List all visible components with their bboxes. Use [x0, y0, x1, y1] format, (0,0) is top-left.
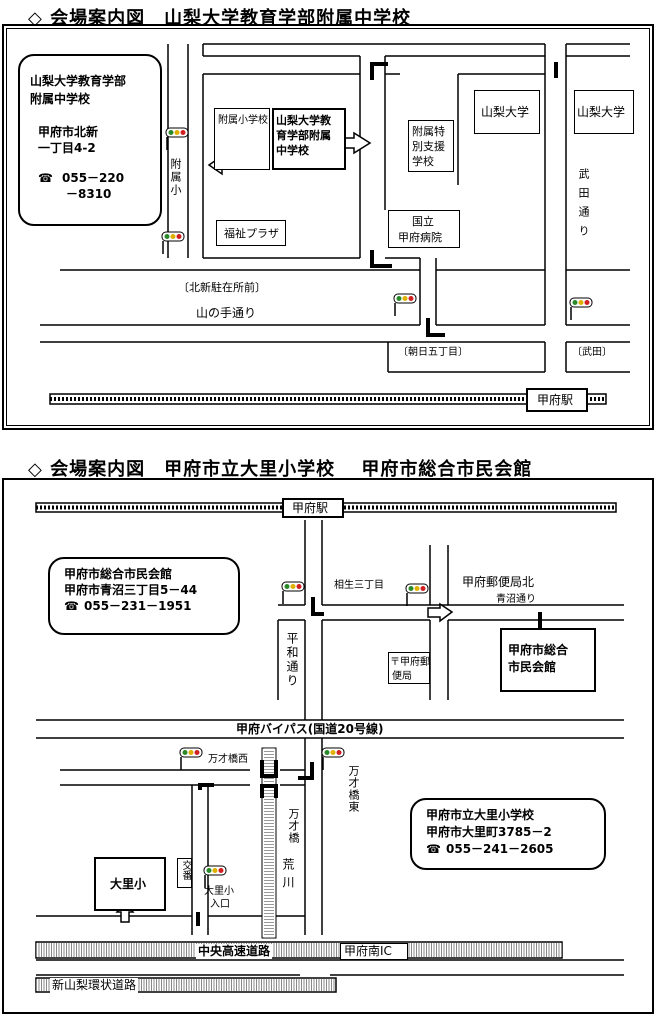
label-tokubetsu-l1: 附属特	[412, 125, 445, 138]
label-aioi: 相生三丁目	[334, 580, 384, 591]
traffic-signal-icon	[165, 127, 189, 151]
map2-info-card-a	[48, 557, 240, 635]
label-target-l3: 中学校	[276, 144, 309, 157]
label-koban: 交番	[180, 860, 191, 880]
info-a-name: 甲府市総合市民会館	[64, 567, 173, 581]
building-target-school	[272, 108, 346, 170]
label-univ1: 山梨大学	[481, 105, 530, 119]
label-station-map1: 甲府駅	[537, 393, 574, 407]
traffic-signal-icon	[281, 581, 305, 605]
station-box	[526, 388, 588, 412]
label-takeda-dori: 武田通り	[577, 168, 590, 244]
map1-inner-frame	[6, 28, 650, 426]
label-tokubetsu-l2: 別支援	[412, 140, 445, 153]
label-asahi: 〔朝日五丁目〕	[398, 347, 468, 358]
label-fukushi: 福祉プラザ	[224, 227, 279, 240]
map1-route	[370, 62, 558, 337]
label-post-l1: 〒甲府郵	[390, 657, 430, 668]
label-target-l1: 山梨大学教	[276, 114, 331, 127]
label-post-l2: 便局	[392, 671, 412, 682]
label-tokubetsu-l3: 学校	[412, 155, 434, 168]
building-hospital	[388, 210, 460, 248]
phone-icon: ☎	[64, 599, 79, 613]
label-hospital-l2: 甲府病院	[398, 231, 442, 244]
map2-title: ◇ 会場案内図 甲府市立大里小学校 甲府市総合市民会館	[28, 459, 533, 480]
label-shinyamanashi: 新山梨環状道路	[50, 978, 139, 993]
map2-info-card-b	[410, 798, 606, 870]
label-target-l2: 育学部附属	[276, 129, 331, 142]
info-a-tel: 055－231－1951	[84, 599, 192, 613]
label-mansai-west: 万才橋西	[208, 754, 248, 765]
map2-frame	[2, 478, 654, 1014]
phone-icon: ☎	[426, 842, 441, 856]
label-yamanote: 山の手通り	[196, 306, 257, 320]
building-fukushi	[216, 220, 286, 246]
arakawa-river	[261, 747, 277, 939]
label-osato-entrance-l2: 入口	[210, 899, 230, 910]
map1-title: ◇ 会場案内図 山梨大学教育学部附属中学校	[28, 8, 412, 29]
building-tokubetsu	[408, 120, 454, 172]
traffic-signal-icon	[203, 865, 227, 889]
label-kitashin: 〔北新駐在所前〕	[178, 281, 266, 294]
building-kaikan	[500, 628, 596, 692]
traffic-signal-icon	[393, 293, 417, 317]
label-fuzoku-sho: 附属小学校	[218, 115, 268, 126]
map1-frame	[2, 24, 654, 430]
map1-info-tel2: －8310	[66, 187, 112, 201]
station-box-map2	[282, 498, 344, 518]
label-osato: 大里小	[110, 877, 147, 891]
map2-route	[196, 597, 542, 926]
map1-info-addr2: 一丁目4-2	[38, 141, 96, 155]
traffic-signal-icon	[321, 747, 345, 771]
building-osato	[94, 857, 166, 911]
map1-info-name1: 山梨大学教育学部	[30, 74, 127, 88]
label-mansai: 万才橋	[287, 808, 300, 844]
map1-railway	[49, 393, 607, 405]
building-univ2	[574, 90, 634, 134]
chuo-expressway	[35, 941, 563, 959]
label-takeda: 〔武田〕	[572, 347, 612, 358]
traffic-signal-icon	[405, 583, 429, 607]
label-univ2: 山梨大学	[577, 105, 626, 119]
traffic-signal-icon	[161, 231, 185, 255]
label-kaikan-l2: 市民会館	[508, 660, 557, 674]
info-a-addr: 甲府市青沼三丁目5－44	[64, 583, 198, 597]
info-b-tel: 055－241－2605	[446, 842, 554, 856]
label-osato-entrance-l1: 大里小	[204, 886, 234, 897]
building-fuzoku-sho	[214, 108, 270, 170]
label-mansai-east: 万才橋東	[347, 765, 360, 813]
map1-info-name2: 附属中学校	[30, 92, 91, 106]
info-b-name: 甲府市立大里小学校	[426, 808, 535, 822]
label-heiwa: 平和通り	[285, 632, 299, 688]
map1-info-addr1: 甲府市北新	[38, 125, 99, 139]
label-hospital-l1: 国立	[412, 215, 434, 228]
map1-info-tel1: 055－220	[62, 171, 125, 185]
label-arakawa: 荒川	[281, 858, 295, 894]
map1-info-card	[18, 54, 162, 226]
info-b-addr: 甲府市大里町3785－2	[426, 825, 552, 839]
traffic-signal-icon	[569, 297, 593, 321]
traffic-signal-icon	[179, 747, 203, 771]
phone-icon: ☎	[38, 171, 53, 185]
building-univ1	[474, 90, 540, 134]
label-station-map2: 甲府駅	[292, 501, 329, 515]
label-fuzokusho-road: 附属小	[169, 158, 182, 197]
label-kaikan-l1: 甲府市総合	[508, 643, 569, 657]
label-aonuma: 青沼通り	[496, 594, 536, 605]
kofuminami-box	[340, 943, 408, 960]
label-post-north: 甲府郵便局北	[462, 575, 535, 589]
label-kofuminami: 甲府南IC	[344, 944, 392, 958]
koban-box	[177, 858, 192, 888]
label-bypass: 甲府バイパス(国道20号線)	[236, 722, 384, 736]
building-post-office	[388, 652, 430, 684]
label-chuo: 中央高速道路	[196, 944, 273, 959]
